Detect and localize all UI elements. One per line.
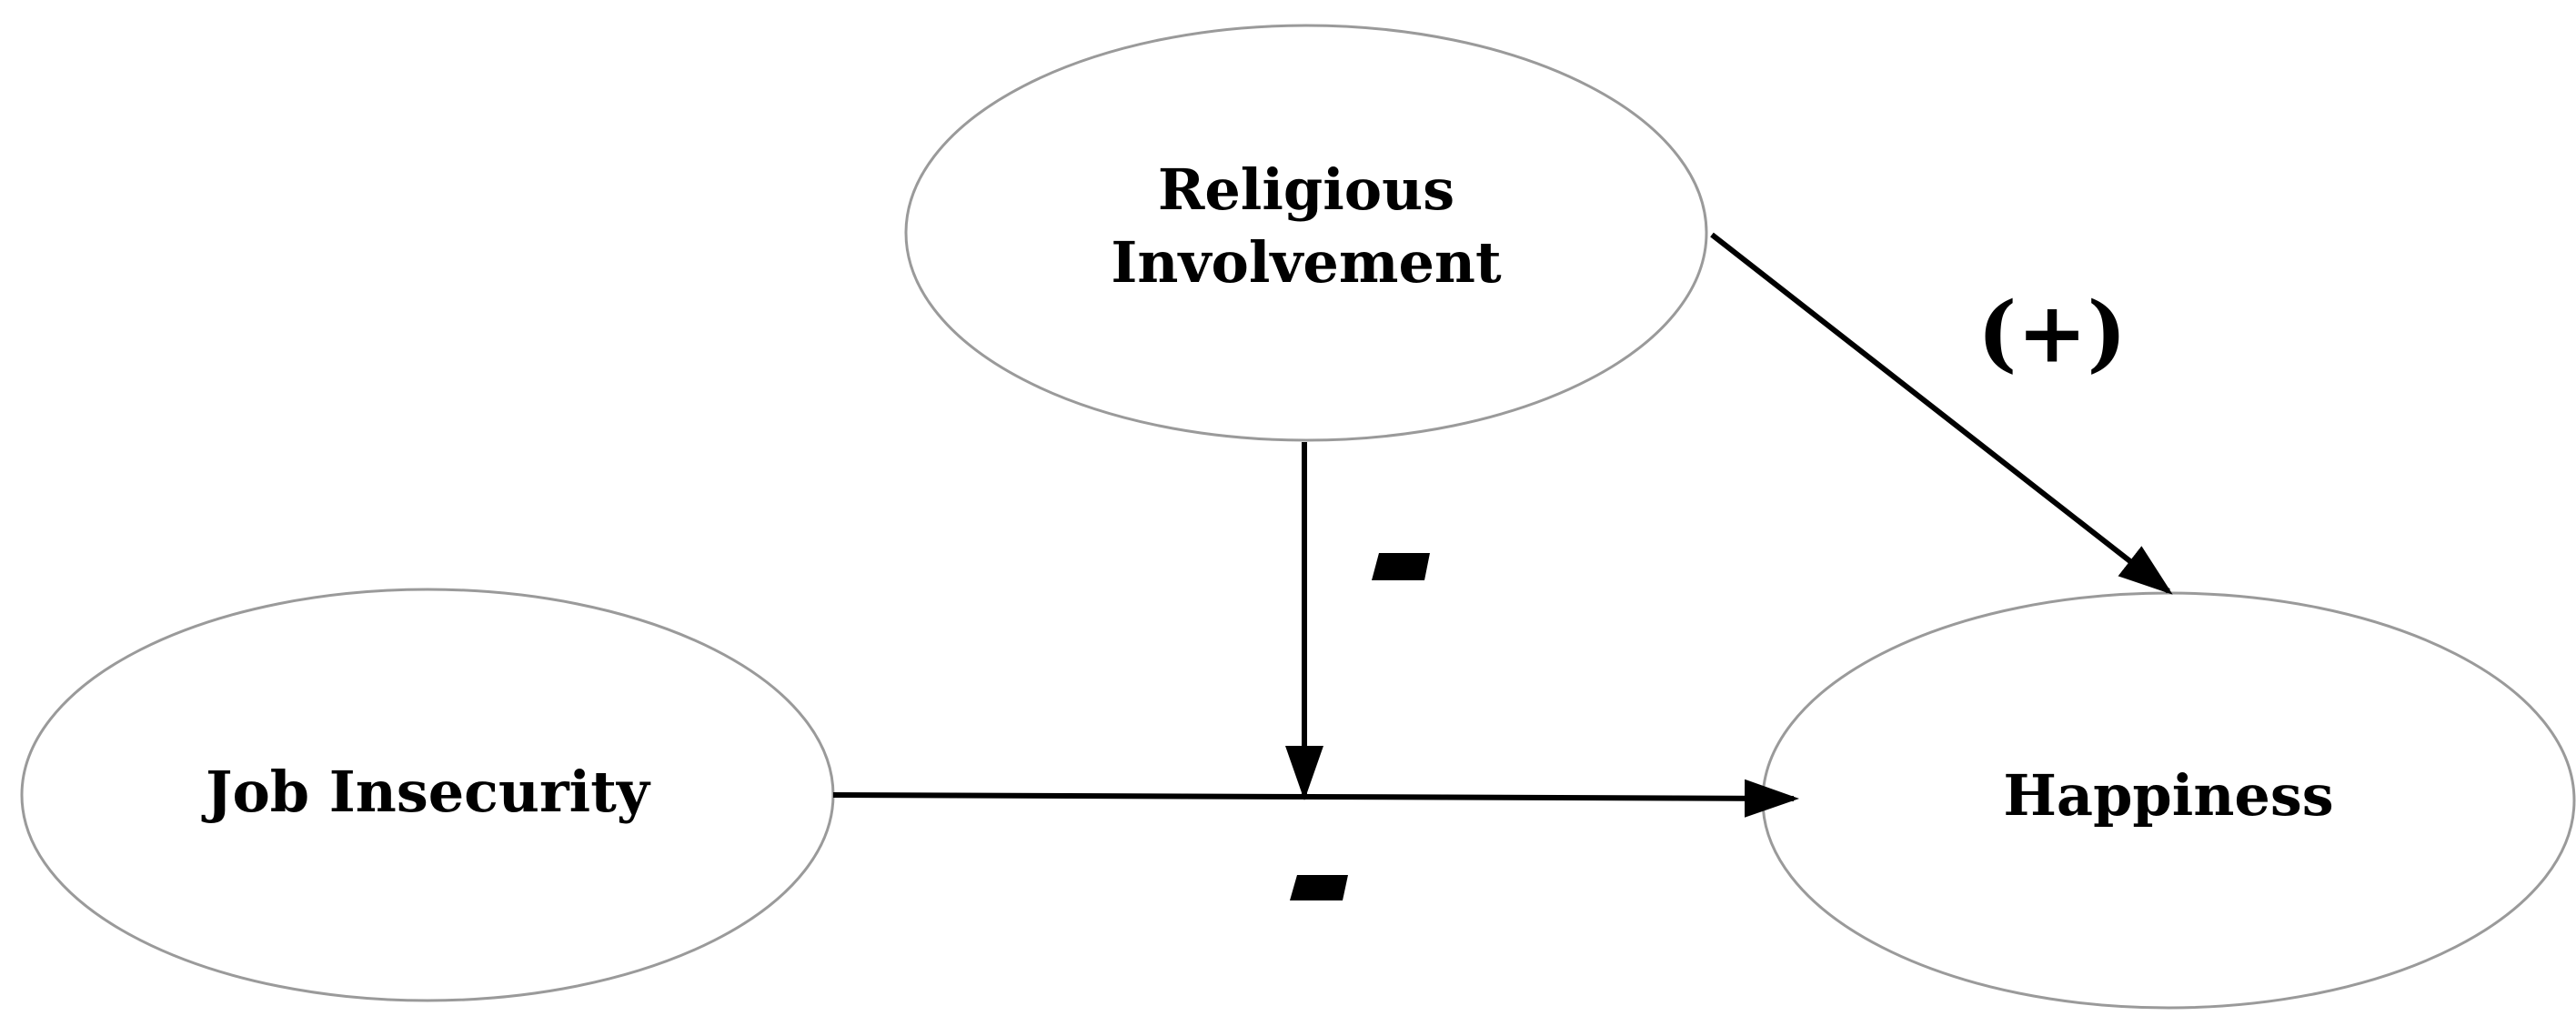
job-insecurity-label: Job Insecurity — [201, 759, 651, 825]
edge-religious-to-happiness-sign: (+) — [1977, 284, 2127, 382]
node-religious-involvement: Religious Involvement — [904, 24, 1708, 442]
edge-job-to-happiness-sign — [1290, 875, 1348, 900]
edge-moderation — [1285, 442, 1430, 800]
node-happiness: Happiness — [1761, 591, 2576, 1010]
edge-religious-to-happiness: (+) — [1710, 232, 2173, 595]
happiness-label: Happiness — [2003, 762, 2333, 829]
religious-involvement-ellipse — [904, 24, 1708, 442]
edge-moderation-sign — [1372, 553, 1430, 580]
edge-job-to-happiness — [832, 779, 1799, 900]
religious-involvement-label-line2: Involvement — [1111, 229, 1502, 296]
node-job-insecurity: Job Insecurity — [20, 588, 835, 1002]
edge-job-to-happiness-line — [832, 779, 1799, 818]
edge-religious-to-happiness-line — [1710, 232, 2173, 595]
religious-involvement-label-line1: Religious — [1158, 156, 1454, 223]
